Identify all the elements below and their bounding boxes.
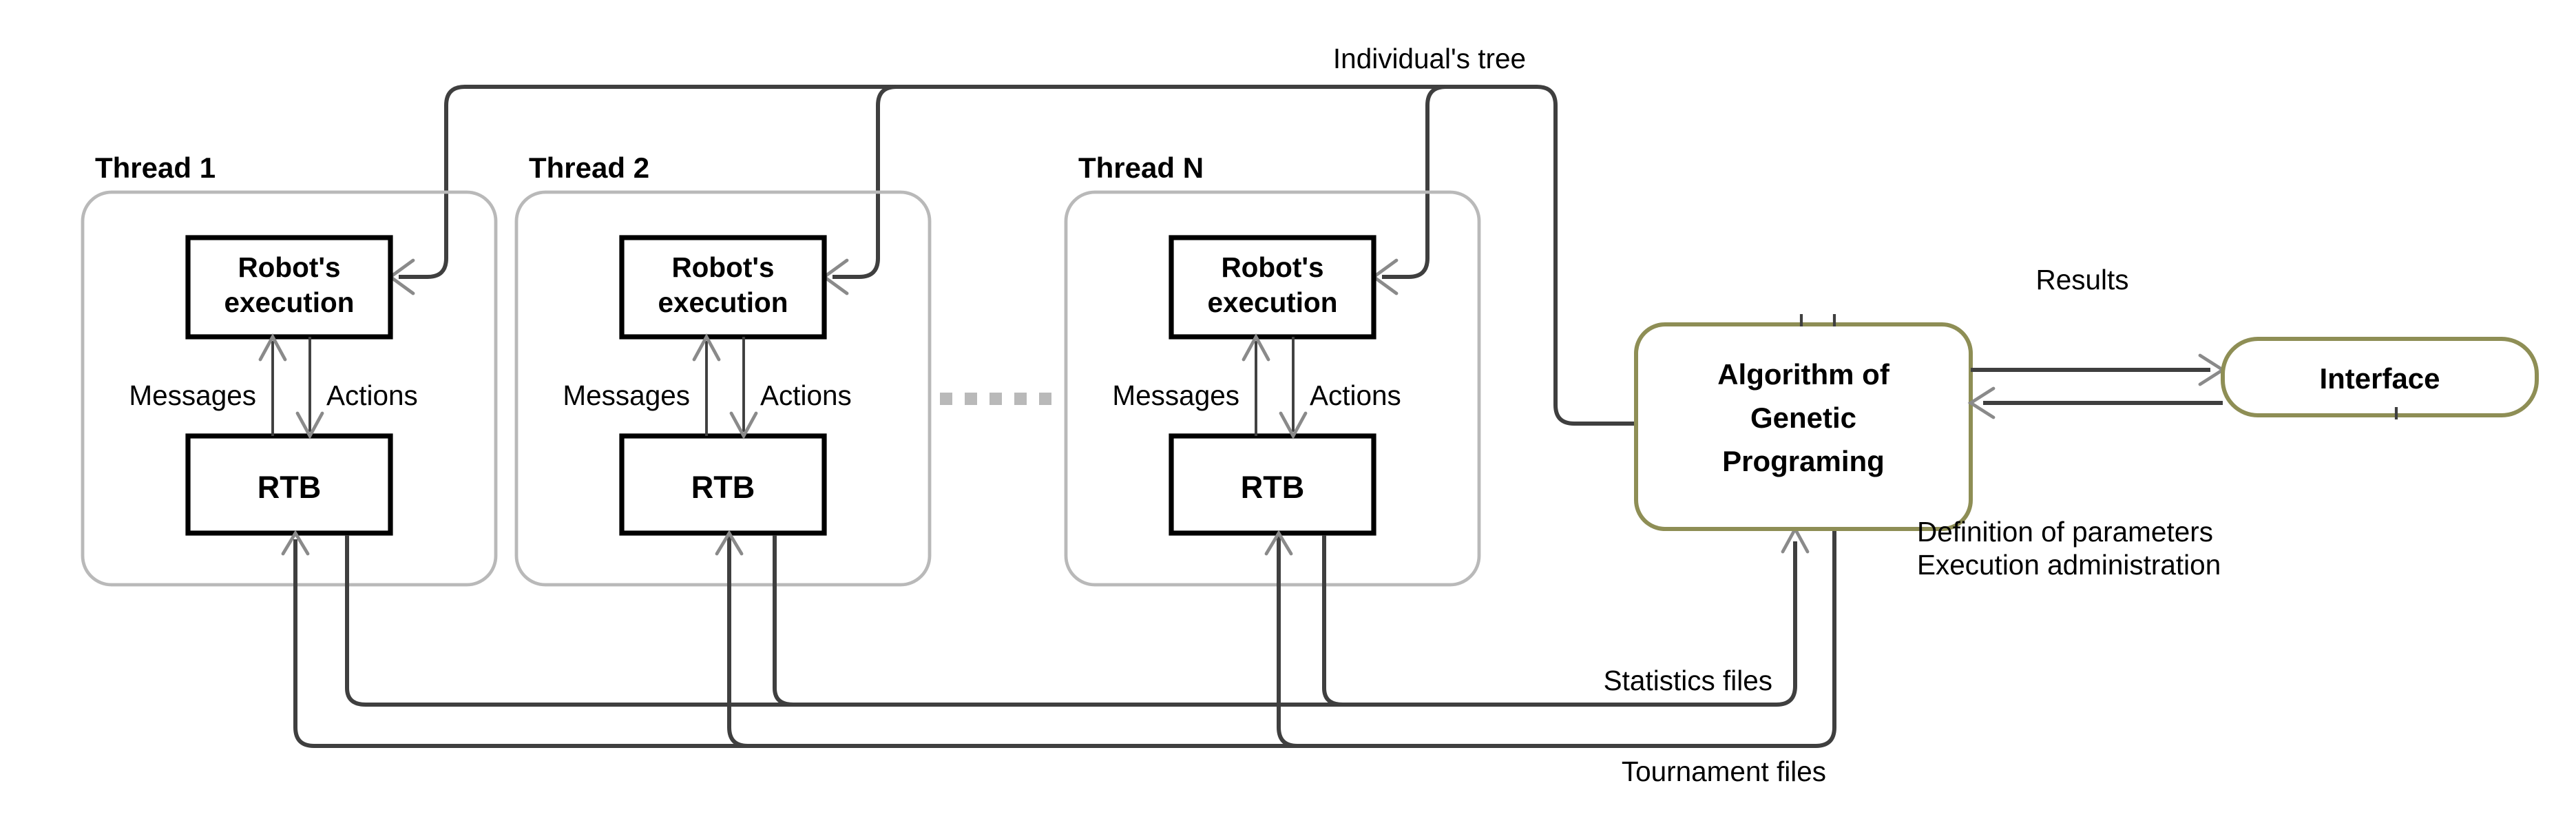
messages-label-1: Messages xyxy=(129,380,256,411)
thread-n-group: Thread N Robot's execution RTB Messages … xyxy=(1064,152,1481,587)
tournament-files-riser-threadN xyxy=(1277,535,1298,748)
actions-label-2: Actions xyxy=(760,380,852,411)
arrow-into-algorithm-right-icon xyxy=(1967,386,1996,419)
individuals-tree-trunk-line xyxy=(399,85,1636,426)
robot-execution-label-line2-1: execution xyxy=(224,287,354,318)
rtb-box-2 xyxy=(619,433,827,536)
statistics-files-label: Statistics files xyxy=(1604,665,1772,696)
ellipsis-dot-icon xyxy=(1039,393,1051,405)
algorithm-label-line1: Algorithm of xyxy=(1717,358,1890,391)
statistics-files-riser-threadN xyxy=(1322,535,1343,707)
tournament-files-riser-thread2 xyxy=(727,535,748,748)
tournament-files-label: Tournament files xyxy=(1622,756,1826,787)
tournament-files-main-line xyxy=(293,529,1836,748)
robot-execution-label-line1-1: Robot's xyxy=(238,251,340,283)
thread-2-group: Thread 2 Robot's execution RTB Messages … xyxy=(514,152,932,587)
thread-n-container xyxy=(1064,190,1481,587)
statistics-files-riser-thread2 xyxy=(773,535,794,707)
individuals-tree-connector: Individual's tree xyxy=(387,43,1636,426)
robot-execution-label-line2-2: execution xyxy=(658,287,788,318)
robot-execution-box-2 xyxy=(619,235,827,340)
ellipsis-dot-icon xyxy=(965,393,977,405)
interface-label: Interface xyxy=(2319,362,2440,395)
actions-arrow-down-1-icon xyxy=(295,411,324,440)
statistics-files-main-line xyxy=(345,535,1797,707)
messages-arrow-up-n-icon xyxy=(1242,333,1270,362)
robot-execution-label-line1-n: Robot's xyxy=(1221,251,1323,283)
algorithm-label-line3: Programing xyxy=(1722,445,1885,477)
algorithm-interface-connectors: Results Definition of parameters Executi… xyxy=(1917,264,2226,581)
actions-arrow-down-n-icon xyxy=(1279,411,1308,440)
messages-arrow-up-1-icon xyxy=(258,333,287,362)
execution-administration-label: Execution administration xyxy=(1917,549,2221,581)
ellipsis-dot-icon xyxy=(940,393,952,405)
statistics-files-connector: Statistics files xyxy=(345,525,1810,707)
individuals-tree-branch-thread2-line xyxy=(833,85,897,279)
actions-arrow-down-2-icon xyxy=(729,411,758,440)
rtb-label-n: RTB xyxy=(1241,470,1304,505)
ellipsis-dot-icon xyxy=(989,393,1002,405)
results-label: Results xyxy=(2035,264,2128,295)
messages-label-n: Messages xyxy=(1112,380,1239,411)
robot-execution-box-n xyxy=(1169,235,1376,340)
rtb-label-1: RTB xyxy=(258,470,321,505)
thread-1-container xyxy=(81,190,498,587)
rtb-box-1 xyxy=(185,433,393,536)
rtb-box-n xyxy=(1169,433,1376,536)
algorithm-node xyxy=(1634,322,1973,531)
actions-label-1: Actions xyxy=(326,380,418,411)
thread-1-group: Thread 1 Robot's execution RTB Messages … xyxy=(81,152,498,587)
thread-2-title: Thread 2 xyxy=(529,152,649,184)
interface-node-group: Interface xyxy=(2221,337,2539,419)
tournament-files-connector: Tournament files xyxy=(281,529,1836,787)
rtb-label-2: RTB xyxy=(691,470,755,505)
actions-label-n: Actions xyxy=(1310,380,1401,411)
arrow-into-rtb-1-icon xyxy=(281,530,310,556)
robot-execution-label-line2-n: execution xyxy=(1207,287,1337,318)
messages-label-2: Messages xyxy=(563,380,690,411)
arrow-into-rtb-2-icon xyxy=(715,530,744,556)
thread-2-container xyxy=(514,190,932,587)
individuals-tree-label: Individual's tree xyxy=(1333,43,1526,74)
interface-node xyxy=(2221,337,2539,417)
robot-execution-box-1 xyxy=(185,235,393,340)
arrow-into-rtb-n-icon xyxy=(1264,530,1293,556)
individuals-tree-branch-threadN-line xyxy=(1382,85,1447,279)
robot-execution-label-line1-2: Robot's xyxy=(671,251,774,283)
algorithm-label-line2: Genetic xyxy=(1750,402,1856,434)
thread-n-title: Thread N xyxy=(1078,152,1204,184)
messages-arrow-up-2-icon xyxy=(692,333,721,362)
thread-1-title: Thread 1 xyxy=(95,152,216,184)
threads-ellipsis-dots xyxy=(940,393,1051,405)
definition-of-parameters-label: Definition of parameters xyxy=(1917,516,2213,548)
algorithm-node-group: Algorithm of Genetic Programing xyxy=(1634,314,1973,531)
ellipsis-dot-icon xyxy=(1014,393,1027,405)
